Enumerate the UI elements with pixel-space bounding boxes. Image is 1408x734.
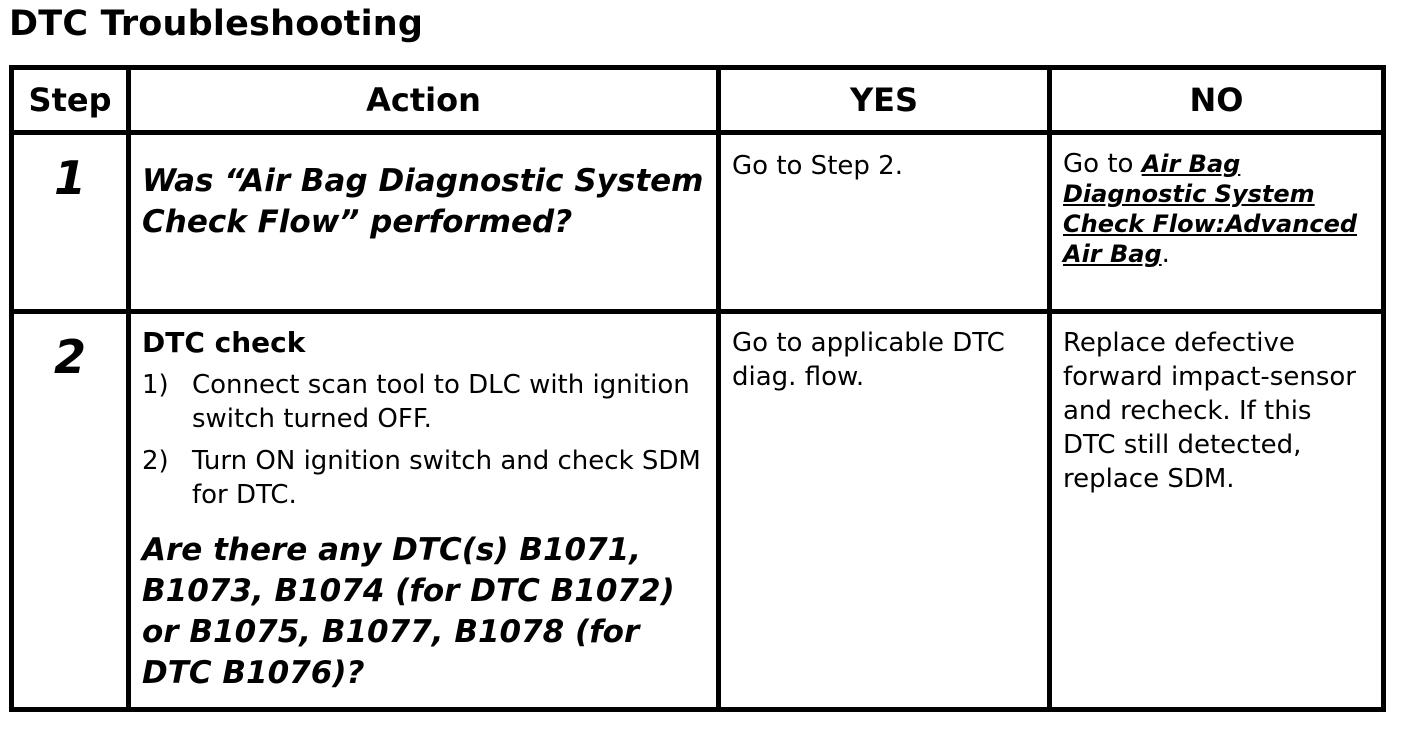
action-cell: DTC check 1) Connect scan tool to DLC wi… bbox=[126, 309, 721, 712]
step-number: 2 bbox=[53, 330, 86, 384]
no-text: Replace defective forward impact-sensor … bbox=[1063, 328, 1356, 494]
step-number: 1 bbox=[53, 151, 86, 205]
header-yes: YES bbox=[716, 65, 1052, 135]
header-no: NO bbox=[1047, 65, 1386, 135]
substep-number: 2) bbox=[142, 446, 169, 476]
action-cell: Was “Air Bag Diagnostic System Check Flo… bbox=[126, 130, 721, 314]
table-row: 2 DTC check 1) Connect scan tool to DLC … bbox=[9, 309, 1386, 712]
no-suffix: . bbox=[1161, 239, 1170, 269]
action-question: Are there any DTC(s) B1071, B1073, B1074… bbox=[142, 532, 675, 691]
header-action: Action bbox=[126, 65, 721, 135]
substep-text: Turn ON ignition switch and check SDM fo… bbox=[192, 446, 701, 510]
list-item: 1) Connect scan tool to DLC with ignitio… bbox=[142, 368, 706, 436]
step-cell: 1 bbox=[9, 130, 131, 314]
yes-text: Go to Step 2. bbox=[732, 151, 903, 181]
substep-text: Connect scan tool to DLC with ignition s… bbox=[192, 370, 690, 434]
no-text: Go to Air Bag Diagnostic System Check Fl… bbox=[1063, 149, 1371, 269]
substep-number: 1) bbox=[142, 370, 169, 400]
table-header-row: Step Action YES NO bbox=[9, 65, 1386, 135]
step-cell: 2 bbox=[9, 309, 131, 712]
action-title: DTC check bbox=[142, 326, 306, 359]
air-bag-diagnostic-link[interactable]: Air Bag Diagnostic System Check Flow:Adv… bbox=[1063, 150, 1358, 268]
no-prefix: Go to bbox=[1063, 149, 1142, 179]
action-question: Was “Air Bag Diagnostic System Check Flo… bbox=[142, 163, 704, 240]
yes-cell: Go to Step 2. bbox=[716, 130, 1052, 314]
yes-cell: Go to applicable DTC diag. flow. bbox=[716, 309, 1052, 712]
troubleshooting-table: Step Action YES NO 1 Was “Air Bag Diagno… bbox=[9, 65, 1386, 712]
table-row: 1 Was “Air Bag Diagnostic System Check F… bbox=[9, 130, 1386, 314]
yes-text: Go to applicable DTC diag. flow. bbox=[732, 328, 1005, 392]
no-cell: Go to Air Bag Diagnostic System Check Fl… bbox=[1047, 130, 1386, 314]
list-item: 2) Turn ON ignition switch and check SDM… bbox=[142, 444, 706, 512]
page-title: DTC Troubleshooting bbox=[9, 4, 424, 44]
no-cell: Replace defective forward impact-sensor … bbox=[1047, 309, 1386, 712]
header-step: Step bbox=[9, 65, 131, 135]
